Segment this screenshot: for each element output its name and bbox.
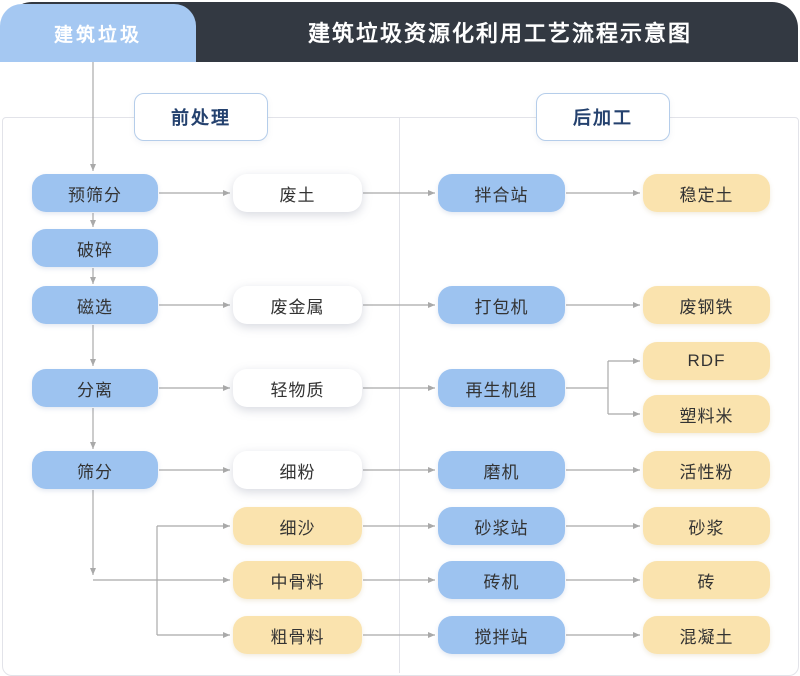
node-waste-soil: 废土 [233, 174, 362, 212]
node-concrete: 混凝土 [643, 616, 770, 654]
node-recycling-unit: 再生机组 [438, 369, 565, 407]
node-mortar-station: 砂浆站 [438, 507, 565, 545]
source-badge: 建筑垃圾 [0, 4, 196, 62]
node-plastic-pellets: 塑料米 [643, 395, 770, 433]
node-medium-aggregate: 中骨料 [233, 561, 362, 599]
node-waste-metal: 废金属 [233, 286, 362, 324]
node-fine-sand: 细沙 [233, 507, 362, 545]
node-stirring-station: 搅拌站 [438, 616, 565, 654]
node-baler: 打包机 [438, 286, 565, 324]
node-magnetic-sep: 磁选 [32, 286, 158, 324]
node-mill: 磨机 [438, 451, 565, 489]
node-scrap-steel: 废钢铁 [643, 286, 770, 324]
node-brick-machine: 砖机 [438, 561, 565, 599]
node-light-material: 轻物质 [233, 369, 362, 407]
section-label-postprocessing: 后加工 [536, 93, 670, 141]
node-active-powder: 活性粉 [643, 451, 770, 489]
node-mortar: 砂浆 [643, 507, 770, 545]
node-rdf: RDF [643, 342, 770, 380]
section-divider [399, 118, 400, 673]
node-fine-powder: 细粉 [233, 451, 362, 489]
node-screening: 筛分 [32, 451, 158, 489]
page-title: 建筑垃圾资源化利用工艺流程示意图 [307, 21, 692, 46]
node-stabilized-soil: 稳定土 [643, 174, 770, 212]
node-separation: 分离 [32, 369, 158, 407]
node-crushing: 破碎 [32, 229, 158, 267]
node-pre-screening: 预筛分 [32, 174, 158, 212]
node-mixing-plant: 拌合站 [438, 174, 565, 212]
node-coarse-aggregate: 粗骨料 [233, 616, 362, 654]
section-label-pretreatment: 前处理 [134, 93, 268, 141]
node-brick: 砖 [643, 561, 770, 599]
